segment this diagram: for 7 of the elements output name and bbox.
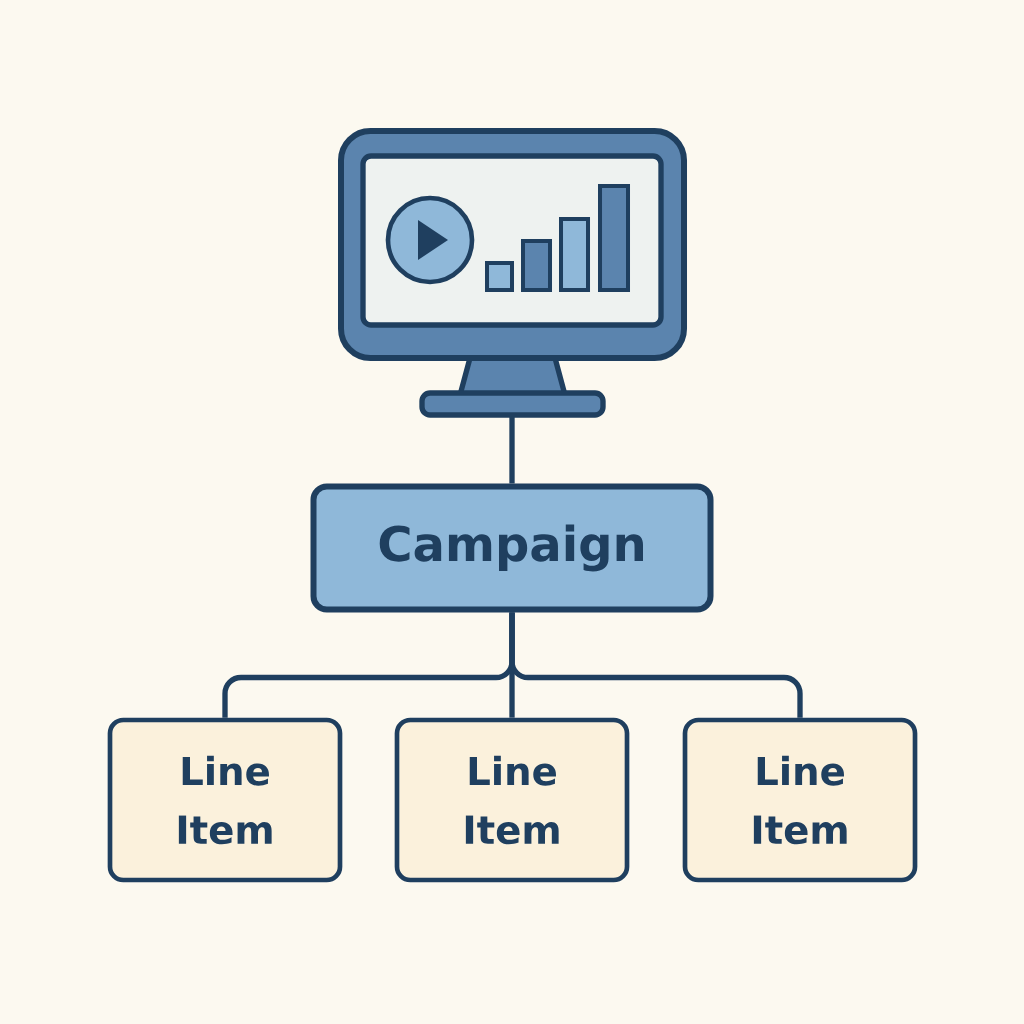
line-item-box: Line Item [394,717,630,883]
line-item-box: Line Item [107,717,343,883]
connector-line [509,612,803,718]
monitor-drawing [338,128,687,418]
connector-line [509,416,515,484]
line-item-box: Line Item [682,717,918,883]
campaign-box: Campaign [310,483,714,613]
